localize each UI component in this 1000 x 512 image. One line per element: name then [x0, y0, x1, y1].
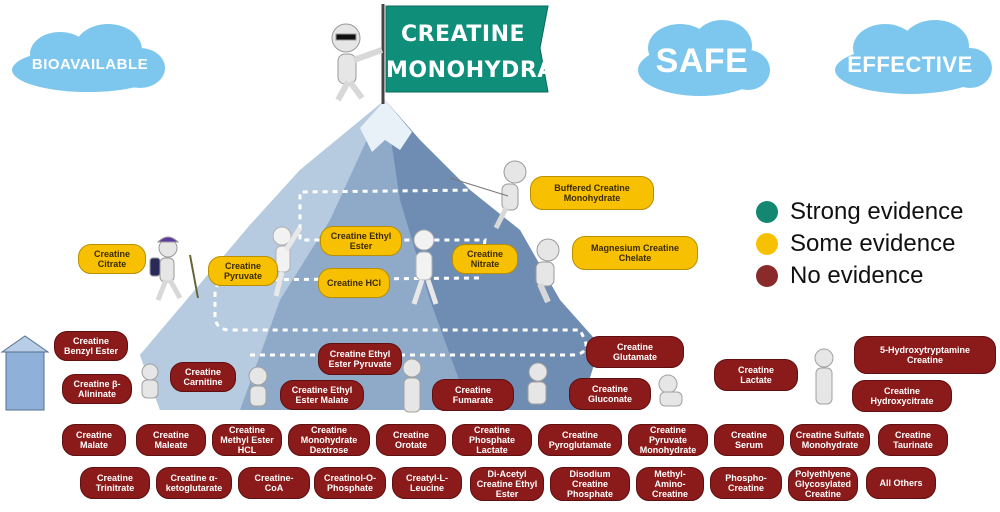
pill-maleate: Creatine Maleate — [136, 424, 206, 456]
legend-some: Some evidence — [756, 230, 955, 258]
pill-malate: Creatine Malate — [62, 424, 126, 456]
pill-all-others: All Others — [866, 467, 936, 499]
figure-outhouse — [0, 335, 50, 411]
legend-dot-none — [756, 265, 778, 287]
figure-edge-climber — [535, 238, 560, 304]
pill-creatine-coa: Creatine- CoA — [238, 467, 310, 499]
pill-ethyl-ester-malate: Creatine Ethyl Ester Malate — [280, 380, 364, 410]
pill-pyruvate-monohydrate: Creatine Pyruvate Monohydrate — [628, 424, 708, 456]
pill-trinitrate: Creatine Trinitrate — [80, 467, 150, 499]
pill-creatine-nitrate: Creatine Nitrate — [452, 244, 518, 274]
pill-hydroxycitrate: Creatine Hydroxycitrate — [852, 380, 952, 412]
pill-methyl-amino-creatine: Methyl- Amino- Creatine — [636, 467, 704, 501]
figure-climber-2 — [411, 229, 439, 305]
mountain-shadow-left — [140, 100, 385, 410]
pill-glutamate: Creatine Glutamate — [586, 336, 684, 368]
cloud-label-bioavailable: BIOAVAILABLE — [31, 56, 149, 73]
legend-label-strong: Strong evidence — [790, 198, 964, 225]
flag-title-line2: MONOHYDRATE — [386, 58, 585, 83]
figure-summit — [331, 23, 384, 102]
pill-taurinate: Creatine Taurinate — [878, 424, 948, 456]
pill-gluconate: Creatine Gluconate — [569, 378, 651, 410]
flag-banner — [385, 5, 549, 93]
legend-dot-strong — [756, 201, 778, 223]
pill-alpha-ketoglutarate: Creatine α- ketoglutarate — [156, 467, 232, 499]
pill-methyl-ester-hcl: Creatine Methyl Ester HCL — [212, 424, 282, 456]
pill-orotate: Creatine Orotate — [376, 424, 446, 456]
cloud-label-safe: SAFE — [655, 42, 749, 80]
cloud-safe — [638, 20, 770, 96]
pill-sulfate-monohydrate: Creatine Sulfate Monohydrate — [790, 424, 870, 456]
pill-creatine-hcl: Creatine HCl — [318, 268, 390, 298]
figure-climber-1 — [272, 226, 303, 297]
figure-hiker — [149, 236, 199, 301]
mountain-snow-cap — [360, 100, 412, 152]
pill-creatinol-o-phosphate: Creatinol-O- Phosphate — [314, 467, 386, 499]
legend-dot-some — [756, 233, 778, 255]
pill-creatine-ethyl-ester: Creatine Ethyl Ester — [320, 226, 402, 256]
figure-rope-climber — [449, 160, 527, 230]
pill-phospho-creatine: Phospho- Creatine — [710, 467, 782, 499]
figure-sitting-group — [141, 348, 834, 413]
pill-creatine-pyruvate: Creatine Pyruvate — [208, 256, 278, 286]
legend-strong: Strong evidence — [756, 198, 963, 226]
pill-beta-alininate: Creatine β- Alininate — [62, 374, 132, 404]
pill-5-hydroxytryptamine: 5-Hydroxytryptamine Creatine — [854, 336, 996, 374]
pill-carnitine: Creatine Carnitine — [170, 362, 236, 392]
pill-creatyl-l-leucine: Creatyl-L- Leucine — [392, 467, 462, 499]
legend-label-some: Some evidence — [790, 230, 956, 257]
pill-polyethylene-glycosylated: Polyethlyene Glycosylated Creatine — [788, 467, 858, 501]
pill-fumarate: Creatine Fumarate — [432, 379, 514, 411]
pill-di-acetyl: Di-Acetyl Creatine Ethyl Ester — [470, 467, 544, 501]
pill-benzyl-ester: Creatine Benzyl Ester — [54, 331, 128, 361]
pill-lactate: Creatine Lactate — [714, 359, 798, 391]
cloud-label-effective: EFFECTIVE — [847, 52, 973, 77]
cloud-bioavailable — [12, 24, 165, 92]
pill-ethyl-ester-pyruvate: Creatine Ethyl Ester Pyruvate — [318, 343, 402, 375]
flag-title-line1: CREATINE — [400, 22, 526, 47]
pill-phosphate-lactate: Creatine Phosphate Lactate — [452, 424, 532, 456]
pill-serum: Creatine Serum — [714, 424, 784, 456]
pill-pyroglutamate: Creatine Pyroglutamate — [538, 424, 622, 456]
cloud-effective — [835, 20, 992, 94]
pill-creatine-citrate: Creatine Citrate — [78, 244, 146, 274]
legend-label-none: No evidence — [790, 262, 924, 289]
pill-magnesium-chelate: Magnesium Creatine Chelate — [572, 236, 698, 270]
pill-monohydrate-dextrose: Creatine Monohydrate Dextrose — [288, 424, 370, 456]
legend-none: No evidence — [756, 262, 923, 290]
pill-disodium-phosphate: Disodium Creatine Phosphate — [550, 467, 630, 501]
pill-buffered-creatine: Buffered Creatine Monohydrate — [530, 176, 654, 210]
